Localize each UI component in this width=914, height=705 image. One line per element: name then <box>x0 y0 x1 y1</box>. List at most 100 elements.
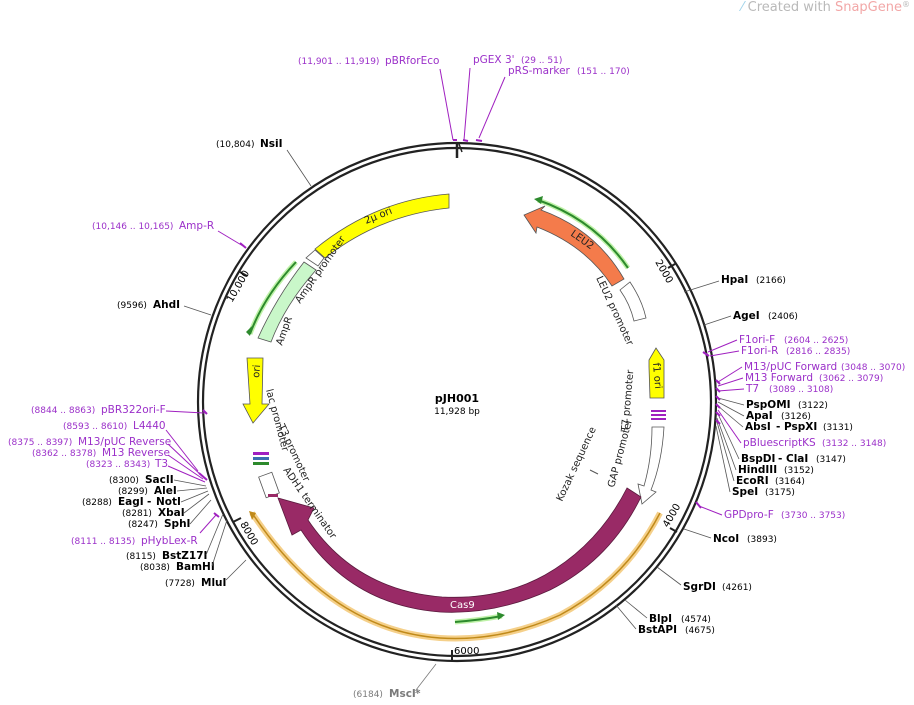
leader-spei <box>715 425 731 493</box>
right-pos-blpi: (4574) <box>681 615 711 625</box>
right-enz-agei[interactable]: AgeI <box>733 310 760 322</box>
right-enz-apai[interactable]: ApaI <box>746 410 773 422</box>
feature-gap-promoter[interactable] <box>637 426 665 505</box>
feature-leu2[interactable] <box>523 205 625 287</box>
primer-arrow-ampr[interactable] <box>249 261 297 335</box>
plasmid-size: 11,928 bp <box>434 407 480 417</box>
primer-arrow-leu2[interactable] <box>537 199 629 269</box>
feature-leu2-promoter[interactable] <box>619 281 647 322</box>
left-enz-mlui[interactable]: MluI <box>201 577 226 589</box>
right-pos-pspomi: (3122) <box>798 401 828 411</box>
mcs-left-3 <box>253 462 269 465</box>
backbone-outer <box>196 141 718 663</box>
right-enz-sgrdi[interactable]: SgrDI <box>683 581 716 593</box>
left-enz-eagi[interactable]: EagI <box>118 496 144 508</box>
right-name-f1orir[interactable]: F1ori-R <box>741 345 778 357</box>
leader-l4440 <box>165 429 199 472</box>
right-enz-sep-1: - <box>776 421 780 433</box>
right-name-m13puc-fwd[interactable]: M13/pUC Forward <box>744 361 837 373</box>
left-name-phyblexr[interactable]: pHybLex-R <box>141 535 198 547</box>
right-sites: HpaI (2166) AgeI (2406) F1ori-F (2604 ..… <box>615 274 905 636</box>
right-enz-bstapi[interactable]: BstAPI <box>638 624 677 636</box>
right-enz-blpi[interactable]: BlpI <box>649 613 672 625</box>
tick-gpdprof <box>695 501 702 509</box>
feature-ampr[interactable] <box>257 261 317 343</box>
leader-xbai <box>183 493 210 514</box>
feature-cas9[interactable] <box>277 487 642 613</box>
watermark-prefix: Created with <box>747 0 835 15</box>
feature-ampr-promoter[interactable] <box>305 249 325 267</box>
left-enz-alei[interactable]: AleI <box>154 485 177 497</box>
watermark-brand: SnapGene <box>834 0 902 15</box>
left-pos-sphi: (8247) <box>128 520 158 530</box>
right-pos-ncoi: (3893) <box>747 535 777 545</box>
leader-sphi <box>189 499 212 525</box>
right-name-t7[interactable]: T7 <box>745 383 759 395</box>
leader-ampr-primer <box>217 230 244 247</box>
primer-arrowhead-ampr <box>246 326 252 336</box>
leader-hpai <box>683 280 720 293</box>
primer-outline-orange[interactable] <box>251 512 661 640</box>
right-enz-clai[interactable]: ClaI <box>786 453 808 465</box>
left-name-m13puc-rev[interactable]: M13/pUC Reverse <box>78 436 171 448</box>
left-enz-bamhi[interactable]: BamHI <box>176 561 215 573</box>
bottom-enz-msci[interactable]: MscI <box>389 688 416 700</box>
leader-pbrforeco <box>439 68 454 141</box>
label-kozak: Kozak sequence <box>555 425 599 503</box>
leader-m13-fwd <box>717 377 744 387</box>
left-enz-xbai[interactable]: XbaI <box>158 507 185 519</box>
feature-adh1-box[interactable] <box>258 471 280 499</box>
left-name-t3[interactable]: T3 <box>154 458 168 470</box>
feature-2u-ori[interactable] <box>314 193 450 259</box>
left-range-ampr-primer: (10,146 .. 10,165) <box>92 222 173 232</box>
tick-label-2000: 2000 <box>652 258 674 286</box>
leader-m13puc-rev <box>167 443 203 477</box>
leader-bstz17i <box>205 513 224 556</box>
top-primer-1-name[interactable]: pBRforEco <box>385 55 439 67</box>
left-name-pbr322orif[interactable]: pBR322ori-F <box>101 404 166 416</box>
right-name-m13-fwd[interactable]: M13 Forward <box>745 372 813 384</box>
left-enz-bstz17i[interactable]: BstZ17I <box>162 550 207 562</box>
right-enz-bspdi[interactable]: BspDI <box>741 453 775 465</box>
right-enz-pspxi[interactable]: PspXI <box>784 421 817 433</box>
left-name-m13-rev[interactable]: M13 Reverse <box>102 447 170 459</box>
feature-f1-ori[interactable] <box>648 347 665 399</box>
leader-gpdprof <box>698 505 723 516</box>
feature-ori[interactable] <box>242 357 270 424</box>
right-enz-spei[interactable]: SpeI <box>732 486 758 498</box>
leader-m13puc-fwd <box>717 366 743 383</box>
leader-msci <box>415 663 437 691</box>
kozak-marker <box>589 469 599 475</box>
left-pos-bamhi: (8038) <box>140 563 170 573</box>
right-pos-ecori: (3164) <box>775 477 805 487</box>
right-name-pbluescriptks[interactable]: pBluescriptKS <box>743 437 816 449</box>
left-enz-nsii[interactable]: NsiI <box>260 138 283 150</box>
right-enz-pspomi[interactable]: PspOMI <box>746 399 791 411</box>
leader-ecori <box>716 421 735 482</box>
left-enz-sacii[interactable]: SacII <box>145 474 174 486</box>
plasmid-name: pJH001 <box>435 392 479 405</box>
right-enz-ncoi[interactable]: NcoI <box>713 533 739 545</box>
right-enz-ecori[interactable]: EcoRI <box>736 475 769 487</box>
right-enz-absi[interactable]: AbsI <box>745 421 771 433</box>
tick-ampr-primer <box>239 242 247 249</box>
left-enz-ahdi[interactable]: AhdI <box>153 299 180 311</box>
right-enz-hpai[interactable]: HpaI <box>721 274 748 286</box>
left-name-l4440[interactable]: L4440 <box>133 420 166 432</box>
top-primer-3-range: (151 .. 170) <box>577 67 630 77</box>
adh1-mark <box>268 494 278 497</box>
right-enz-hindiii[interactable]: HindIII <box>738 464 777 476</box>
left-pos-alei: (8299) <box>118 487 148 497</box>
top-primer-2-name[interactable]: pGEX 3' <box>473 54 515 66</box>
left-enz-sphi[interactable]: SphI <box>164 518 190 530</box>
left-name-ampr-primer[interactable]: Amp-R <box>179 220 214 232</box>
left-enz-noti[interactable]: NotI <box>156 496 181 508</box>
right-name-f1orif[interactable]: F1ori-F <box>739 334 775 346</box>
leader-f1orif <box>707 339 738 353</box>
right-name-gpdprof[interactable]: GPDpro-F <box>724 509 774 521</box>
left-pos-eagi: (8288) <box>82 498 112 508</box>
top-primer-3-name[interactable]: pRS-marker <box>508 65 571 77</box>
label-ori: ori <box>251 364 263 378</box>
